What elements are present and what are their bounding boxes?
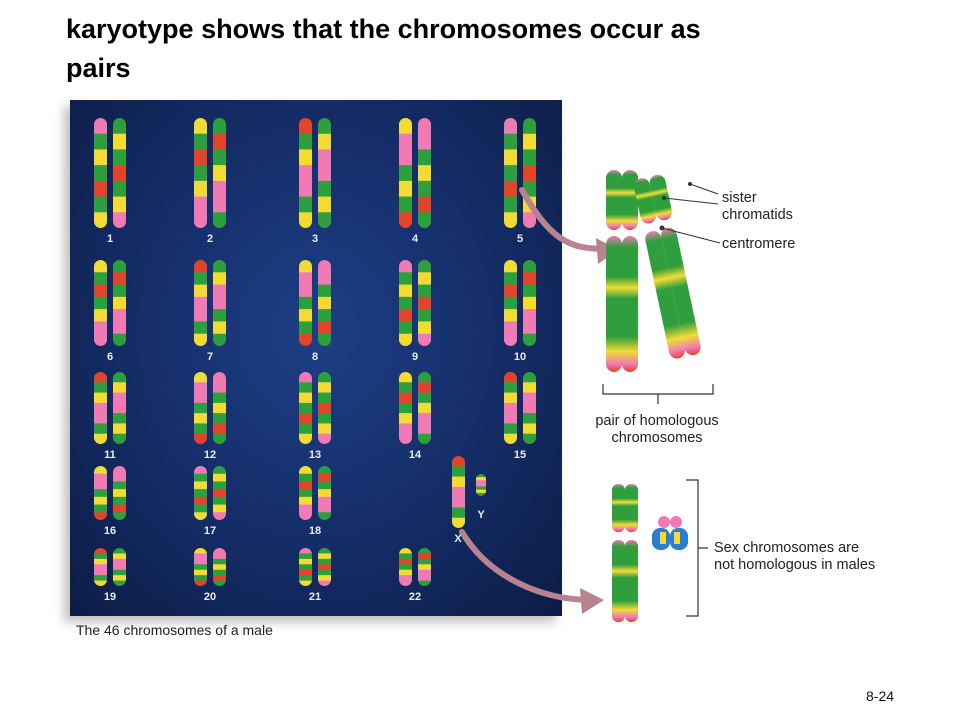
- sex-chromosome-bracket: [686, 479, 708, 617]
- chromosome-pair-12: [194, 372, 226, 444]
- pair-label-9: 9: [412, 351, 418, 363]
- pair-label-22: 22: [409, 591, 421, 603]
- chromosome-pair-5: [504, 118, 536, 228]
- arrow-head-1: [596, 238, 618, 264]
- pair-label-10: 10: [514, 351, 526, 363]
- chromosome-pair-22: [399, 548, 431, 586]
- pair-label-19: 19: [104, 591, 116, 603]
- chromosome-pair-8: [299, 260, 331, 346]
- pair-label-20: 20: [204, 591, 216, 603]
- karyotype-caption: The 46 chromosomes of a male: [76, 622, 273, 638]
- pair-label-5: 5: [517, 233, 523, 245]
- sex-label-y: Y: [477, 509, 485, 521]
- label-homologous-pair: pair of homologous chromosomes: [595, 413, 719, 446]
- chromosome-pair-21: [299, 548, 331, 586]
- chromosome-pair-4: [399, 118, 431, 228]
- pair-label-3: 3: [312, 233, 318, 245]
- sex-label-x: X: [454, 533, 462, 545]
- chromosome-pair-10: [504, 260, 536, 346]
- chromosome-pair-6: [94, 260, 126, 346]
- pair-label-2: 2: [207, 233, 213, 245]
- chromosome-pair-15: [504, 372, 536, 444]
- chromosome-pair-14: [399, 372, 431, 444]
- pair-label-21: 21: [309, 591, 321, 603]
- chromosome-pair-16: [94, 466, 126, 520]
- pair-label-18: 18: [309, 525, 321, 537]
- homologous-chromosome-right: [634, 174, 701, 359]
- pair-label-8: 8: [312, 351, 318, 363]
- pair-label-7: 7: [207, 351, 213, 363]
- pair-label-6: 6: [107, 351, 113, 363]
- homologous-bracket: [602, 384, 714, 404]
- chromosome-pair-1: [94, 118, 126, 228]
- chromosome-pair-18: [299, 466, 331, 520]
- chromosome-pair-9: [399, 260, 431, 346]
- arrow-head-2: [580, 588, 604, 614]
- y-chromosome: [652, 516, 688, 550]
- chromosome-pair-13: [299, 372, 331, 444]
- label-sex-chromosomes: Sex chromosomes are not homologous in ma…: [714, 540, 876, 573]
- chromosome-pair-2: [194, 118, 226, 228]
- pair-label-12: 12: [204, 449, 216, 461]
- slide-number: 8-24: [866, 688, 895, 704]
- pair-label-16: 16: [104, 525, 116, 537]
- pair-label-4: 4: [412, 233, 419, 245]
- pair-label-14: 14: [409, 449, 422, 461]
- chromosome-y: [476, 474, 486, 496]
- pair-label-1: 1: [107, 233, 113, 245]
- chromosome-pair-20: [194, 548, 226, 586]
- label-sister-chromatids: sister chromatids: [722, 190, 793, 223]
- label-centromere: centromere: [722, 236, 796, 252]
- chromosome-pair-3: [299, 118, 331, 228]
- pair-label-15: 15: [514, 449, 526, 461]
- chromosome-x: [452, 456, 465, 528]
- chromosome-pair-11: [94, 372, 126, 444]
- slide-title: karyotype shows that the chromosomes occ…: [66, 14, 701, 82]
- homologous-chromosome-left: [606, 170, 638, 372]
- pair-label-11: 11: [104, 449, 116, 461]
- chromosome-pair-19: [94, 548, 126, 586]
- chromosome-pair-7: [194, 260, 226, 346]
- x-chromosome: [612, 484, 638, 622]
- chromosome-pair-17: [194, 466, 226, 520]
- pair-label-13: 13: [309, 449, 321, 461]
- pair-label-17: 17: [204, 525, 216, 537]
